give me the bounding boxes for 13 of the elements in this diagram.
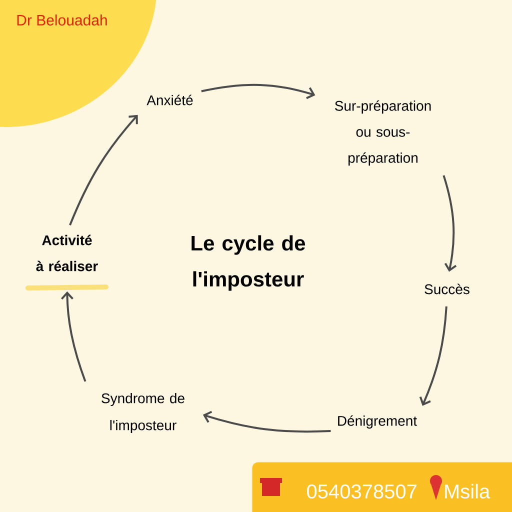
arrow bbox=[69, 114, 138, 226]
step-label: Dénigrement bbox=[338, 415, 417, 429]
arrow bbox=[419, 306, 448, 406]
step-label: Succès bbox=[424, 284, 470, 294]
step-label: Sur-préparation ou sous-préparation bbox=[335, 100, 431, 166]
step-label: Activité à réaliser bbox=[36, 234, 98, 272]
arrow bbox=[442, 175, 457, 272]
step-label: Syndrome de l'imposteur bbox=[102, 392, 184, 434]
arrow bbox=[61, 291, 86, 382]
contact-banner: 0540378507 Msila bbox=[252, 462, 512, 512]
arrow bbox=[201, 84, 316, 100]
title: Le cycle de l'imposteur bbox=[192, 235, 306, 291]
arrow bbox=[202, 410, 331, 433]
